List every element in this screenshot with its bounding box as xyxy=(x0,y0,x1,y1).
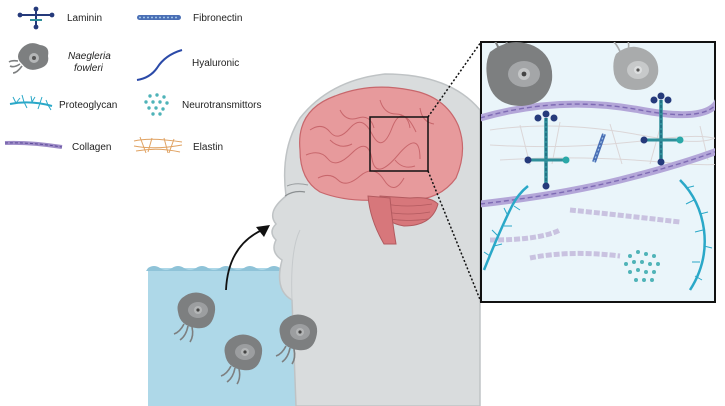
inset-collagen-bottom xyxy=(481,148,715,208)
entry-arrow xyxy=(225,225,270,291)
inset-proteoglycan-left xyxy=(482,185,529,271)
legend-label-neurotransmitters: Neurotransmittors xyxy=(182,100,261,111)
inset-neurotransmitters xyxy=(624,250,660,282)
inset-amoeba-1 xyxy=(486,42,553,106)
legend-naegleria-icon xyxy=(8,43,49,74)
legend-proteoglycan-icon xyxy=(9,94,53,111)
legend-label-proteoglycan: Proteoglycan xyxy=(59,100,117,111)
inset-collagen-top xyxy=(481,98,715,122)
inset-laminin-2 xyxy=(640,92,684,166)
legend-hyaluronic-icon xyxy=(136,49,183,81)
zoom-line-bottom xyxy=(427,170,482,303)
amoeba-water-1 xyxy=(173,292,216,343)
inset-fibronectin xyxy=(592,133,606,163)
legend-label-elastin: Elastin xyxy=(193,142,223,153)
inset-amoeba-2 xyxy=(613,42,659,90)
legend-label-collagen: Collagen xyxy=(72,142,111,153)
amoeba-water-2 xyxy=(220,334,263,385)
inset-collagen-lower xyxy=(489,207,681,261)
inset-laminin-1 xyxy=(524,110,570,190)
legend-neurotransmitters-icon xyxy=(144,93,169,116)
legend-fibronectin-icon xyxy=(137,15,181,20)
inset-proteoglycan-right xyxy=(679,179,713,291)
legend-label-hyaluronic: Hyaluronic xyxy=(192,58,239,69)
brain-zoom-box xyxy=(369,116,429,172)
legend-collagen-icon xyxy=(4,140,63,149)
zoom-line-top xyxy=(427,41,482,118)
legend-label-fibronectin: Fibronectin xyxy=(193,13,242,24)
amoeba-water-3 xyxy=(275,314,318,365)
legend-label-naegleria-2: fowleri xyxy=(74,63,104,74)
legend-label-naegleria-1: Naegleria xyxy=(68,51,111,62)
brain xyxy=(299,86,464,245)
legend-label-laminin: Laminin xyxy=(67,13,102,24)
legend-elastin-icon xyxy=(133,136,183,154)
legend-laminin-icon xyxy=(17,6,55,30)
